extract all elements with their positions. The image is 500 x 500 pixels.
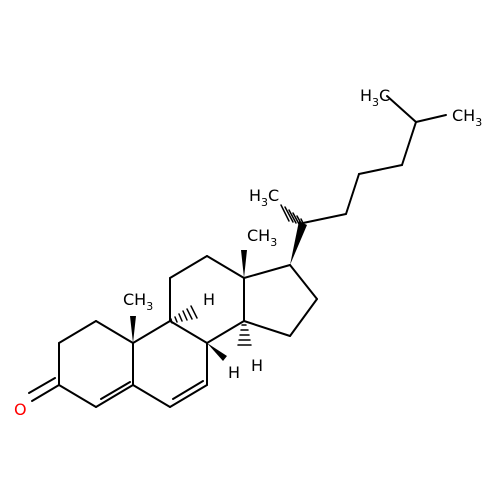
c20-methyl-label: H3C bbox=[249, 186, 279, 209]
c25-left-methyl-sub: 3 bbox=[372, 96, 379, 109]
bond-c8-c9 bbox=[169, 320, 208, 344]
wedge-c17-c20 bbox=[290, 221, 307, 265]
wedge-c8-h bbox=[207, 343, 227, 361]
bond-c16-c17 bbox=[289, 264, 318, 300]
bond-c9-c10 bbox=[132, 320, 171, 344]
c10-methyl-label: CH3 bbox=[123, 290, 153, 313]
bond-c23-c24 bbox=[358, 164, 403, 175]
hash-c20-methyl bbox=[280, 204, 305, 226]
bond-c14-c8 bbox=[206, 320, 245, 344]
hash-c9-h bbox=[170, 305, 198, 324]
c25-right-methyl-sub: 3 bbox=[475, 116, 482, 129]
hash-c14-h bbox=[237, 324, 252, 346]
bond-c3-o bbox=[31, 384, 60, 402]
ring-b bbox=[132, 320, 208, 408]
c25-right-methyl-main: CH bbox=[452, 106, 475, 125]
c13-methyl-main: CH bbox=[247, 226, 270, 245]
bond-c10-c1 bbox=[95, 320, 134, 344]
wedge-c10-methyl bbox=[130, 316, 136, 343]
c13-methyl-sub: 3 bbox=[270, 236, 277, 249]
ring-d bbox=[243, 264, 318, 337]
bond-c6-c7 bbox=[169, 384, 208, 408]
c25-left-methyl-label: H3C bbox=[360, 86, 390, 109]
wedge-c13-methyl bbox=[241, 250, 247, 278]
c13-methyl-label: CH3 bbox=[247, 226, 277, 249]
bond-c11-c12 bbox=[169, 255, 208, 279]
bond-c24-c25 bbox=[401, 121, 417, 166]
c25-left-methyl-prefix: H bbox=[360, 86, 372, 105]
c20-methyl-main: C bbox=[268, 186, 279, 205]
bond-c14-c15 bbox=[243, 320, 291, 337]
ring-a bbox=[58, 320, 134, 408]
c8-hydrogen-label: H bbox=[228, 363, 240, 382]
c9-hydrogen-label: H bbox=[203, 290, 215, 309]
ring-c bbox=[169, 255, 245, 344]
bond-c3-c4 bbox=[58, 384, 97, 408]
c25-right-methyl-label: CH3 bbox=[452, 106, 482, 129]
carbonyl-group bbox=[28, 377, 60, 402]
bond-c25-c27 bbox=[415, 114, 447, 123]
bond-c15-c16 bbox=[289, 298, 318, 337]
c14-hydrogen-label: H bbox=[251, 356, 263, 375]
c10-methyl-main: CH bbox=[123, 290, 146, 309]
bond-c3-o-double bbox=[28, 377, 56, 394]
bond-c1-c2 bbox=[58, 320, 97, 344]
bond-c22-c23 bbox=[345, 173, 360, 215]
bond-c6-c7-double bbox=[172, 380, 204, 400]
bond-c4-c5 bbox=[95, 384, 134, 408]
c25-left-methyl-main: C bbox=[379, 86, 390, 105]
bond-c25-c26 bbox=[386, 95, 417, 123]
bond-c20-c22 bbox=[302, 213, 347, 224]
side-chain bbox=[302, 95, 447, 224]
bond-c5-c6 bbox=[132, 384, 171, 408]
oxygen-atom-label: O bbox=[14, 400, 27, 419]
c20-methyl-sub: 3 bbox=[261, 196, 268, 209]
bond-c4-c5-double bbox=[100, 381, 131, 400]
bond-c12-c13 bbox=[206, 255, 245, 279]
bond-c17-c13 bbox=[243, 264, 291, 279]
c10-methyl-sub: 3 bbox=[146, 300, 153, 313]
c20-methyl-prefix: H bbox=[249, 186, 261, 205]
